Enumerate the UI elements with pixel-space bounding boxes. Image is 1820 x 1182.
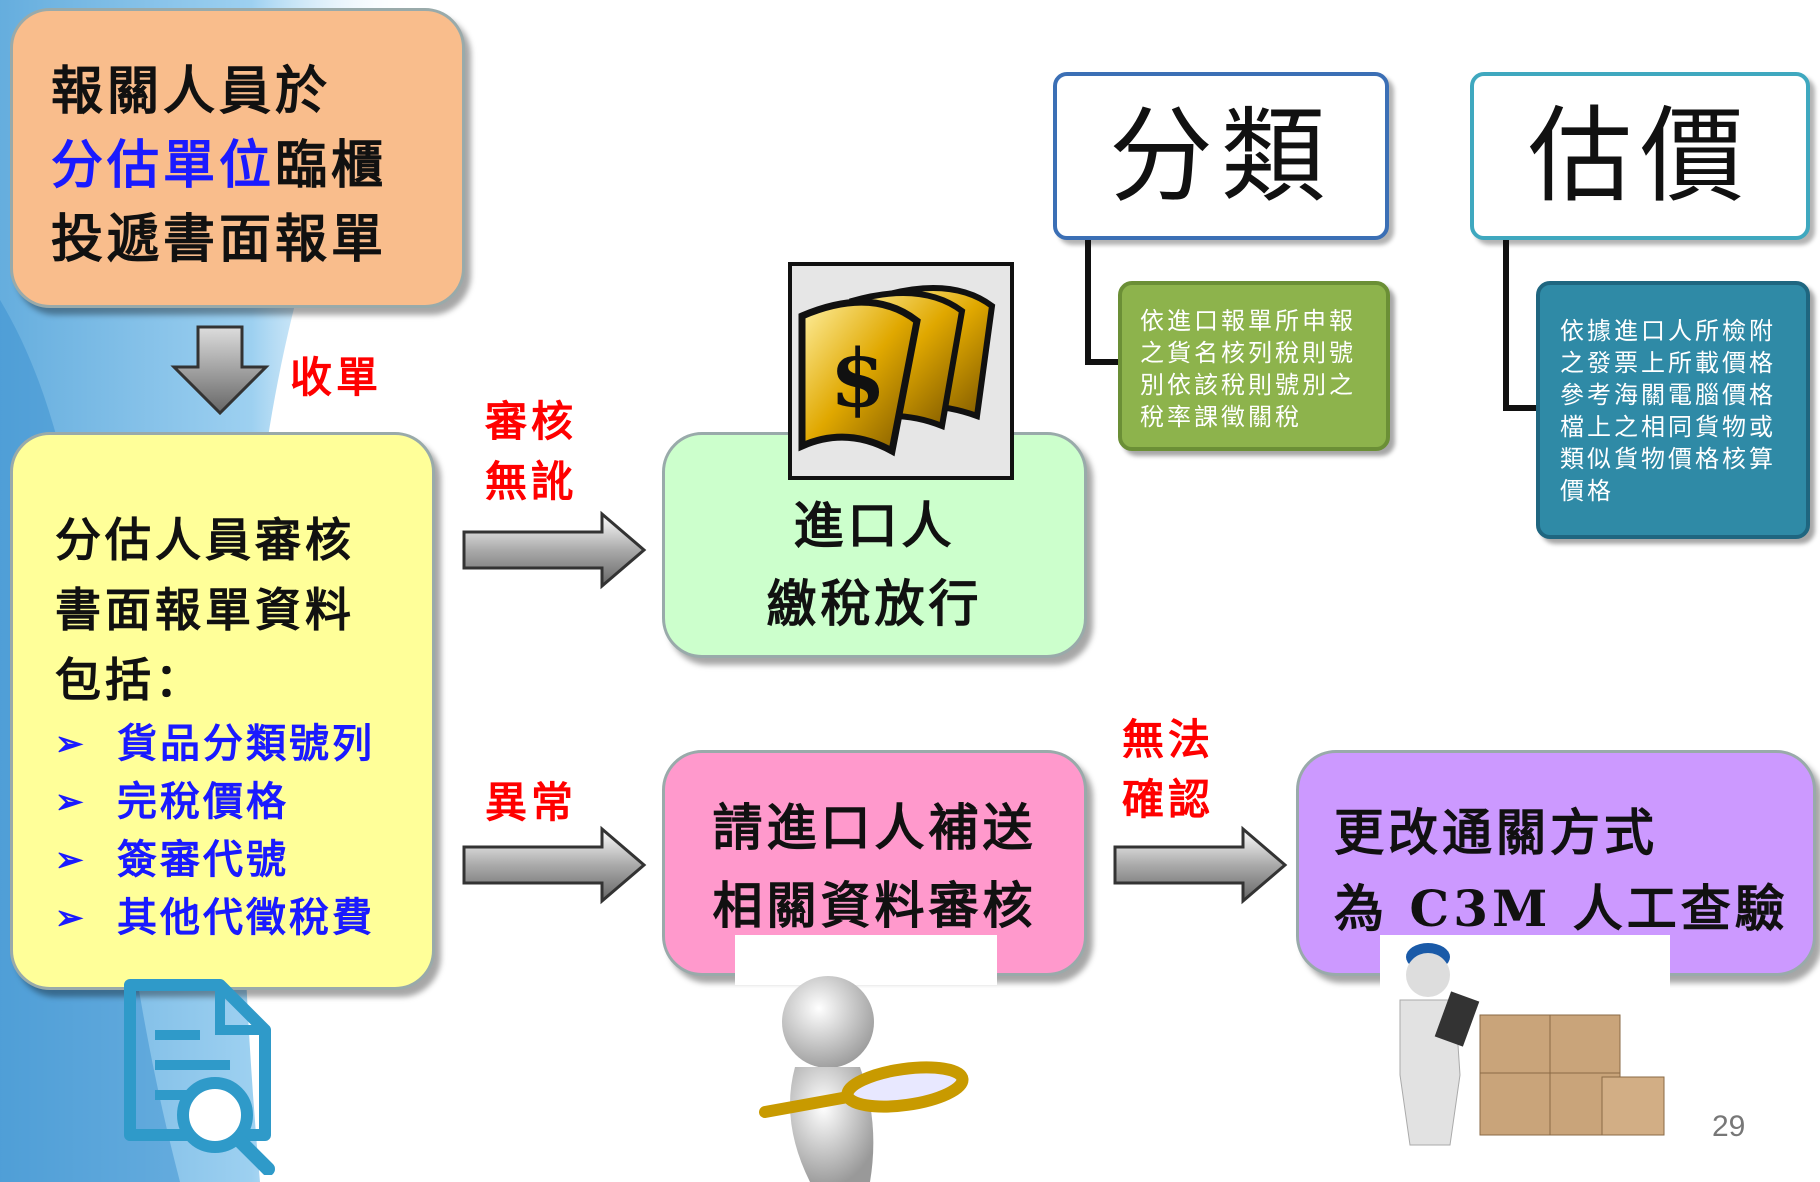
bullet-arrow-icon: ➢ bbox=[55, 840, 87, 880]
classification-note-line: 稅率課徵關稅 bbox=[1140, 403, 1302, 431]
valuation-note-line: 價格 bbox=[1560, 477, 1614, 505]
classification-note-line: 別依該稅則號別之 bbox=[1140, 371, 1356, 399]
step1-line2: 分估單位臨櫃 bbox=[51, 129, 462, 203]
label-unconfirmed: 無法 確認 bbox=[1122, 715, 1215, 824]
classification-note-line: 之貨名核列稅則號 bbox=[1140, 339, 1356, 367]
valuation-title: 估價 bbox=[1527, 95, 1752, 217]
down-arrow-icon bbox=[170, 325, 270, 415]
classification-note-line: 依進口報單所申報 bbox=[1140, 307, 1356, 335]
valuation-note-line: 檔上之相同貨物或 bbox=[1560, 413, 1776, 441]
magnifier-person-icon bbox=[759, 976, 969, 1182]
bullet-item: ➢完稅價格 bbox=[55, 773, 432, 831]
right-arrow-icon bbox=[1113, 825, 1288, 905]
bullet-item: ➢簽審代號 bbox=[55, 831, 432, 889]
classification-connector bbox=[1085, 240, 1120, 365]
valuation-note-line: 參考海關電腦價格 bbox=[1560, 381, 1776, 409]
bullet-arrow-icon: ➢ bbox=[55, 782, 87, 822]
valuation-title-box: 估價 bbox=[1470, 72, 1810, 240]
right-arrow-icon bbox=[462, 825, 647, 905]
classification-title-box: 分類 bbox=[1053, 72, 1389, 240]
valuation-note-line: 依據進口人所檢附 bbox=[1560, 317, 1776, 345]
inspector-boxes-icon bbox=[1380, 935, 1670, 1155]
label-approved: 審核 無訛 bbox=[485, 397, 578, 506]
release-line1: 進口人 bbox=[793, 496, 956, 555]
bullet-item: ➢貨品分類號列 bbox=[55, 715, 432, 773]
bullet-item: ➢其他代徵稅費 bbox=[55, 889, 432, 947]
valuation-note-box: 依據進口人所檢附 之發票上所載價格 參考海關電腦價格 檔上之相同貨物或 類似貨物… bbox=[1536, 281, 1810, 539]
step1-line1: 報關人員於 bbox=[51, 61, 332, 122]
classification-title: 分類 bbox=[1108, 95, 1333, 217]
classification-note-box: 依進口報單所申報 之貨名核列稅則號 別依該稅則號別之 稅率課徵關稅 bbox=[1118, 281, 1390, 451]
money-icon-frame: $ bbox=[788, 262, 1014, 480]
release-line2: 繳稅放行 bbox=[766, 574, 983, 633]
step1-highlight: 分估單位 bbox=[51, 135, 276, 196]
valuation-note-line: 類似貨物價格核算 bbox=[1560, 445, 1776, 473]
money-icon: $ bbox=[798, 285, 996, 457]
label-abnormal: 異常 bbox=[485, 778, 578, 827]
right-arrow-icon bbox=[462, 510, 647, 590]
step2-line1: 分估人員審核 bbox=[55, 513, 355, 567]
step1-line3: 投遞書面報單 bbox=[51, 209, 388, 270]
c3m-line2: 為 C3M 人工查驗 bbox=[1334, 879, 1789, 938]
c3m-line1: 更改通關方式 bbox=[1334, 803, 1658, 862]
valuation-connector bbox=[1503, 240, 1540, 411]
supplement-line1: 請進口人補送 bbox=[712, 798, 1037, 857]
step2-line3: 包括： bbox=[55, 653, 205, 707]
svg-text:$: $ bbox=[830, 331, 886, 425]
document-search-icon bbox=[124, 979, 275, 1175]
step1-line2-rest: 臨櫃 bbox=[275, 135, 388, 196]
supplement-line2: 相關資料審核 bbox=[712, 876, 1037, 935]
step1-box: 報關人員於 分估單位臨櫃 投遞書面報單 bbox=[10, 8, 465, 308]
step2-box: 分估人員審核 書面報單資料 包括： ➢貨品分類號列 ➢完稅價格 ➢簽審代號 ➢其… bbox=[10, 432, 435, 990]
valuation-note-line: 之發票上所載價格 bbox=[1560, 349, 1776, 377]
label-receive: 收單 bbox=[290, 353, 383, 402]
step2-line2: 書面報單資料 bbox=[55, 583, 355, 637]
page-number: 29 bbox=[1712, 1110, 1746, 1143]
bullet-arrow-icon: ➢ bbox=[55, 898, 87, 938]
supplement-image-patch bbox=[735, 935, 997, 985]
bullet-arrow-icon: ➢ bbox=[55, 724, 87, 764]
